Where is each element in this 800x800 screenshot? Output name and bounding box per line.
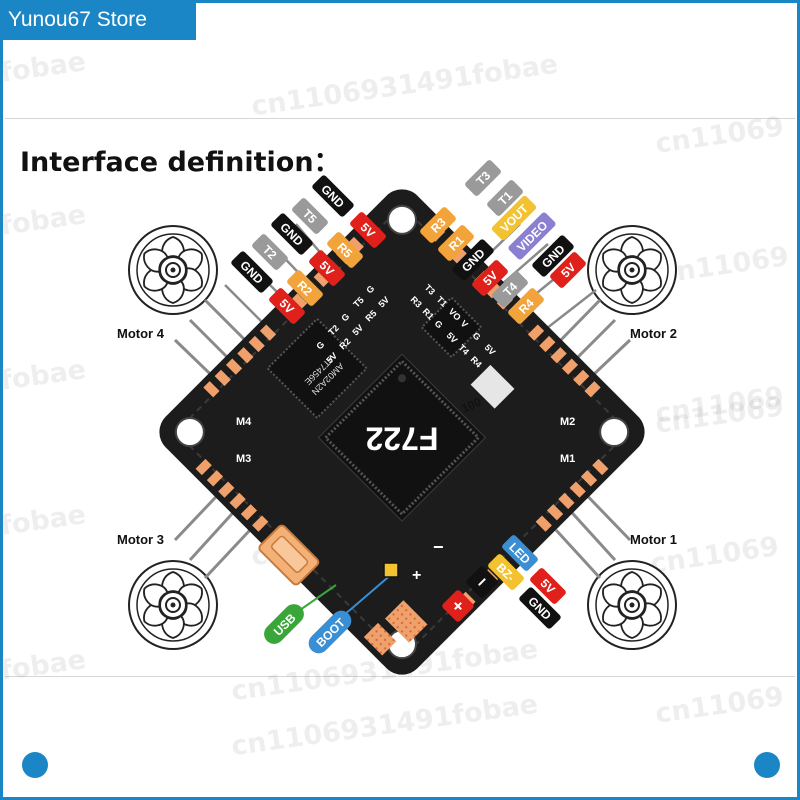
board-model: F722 [366, 421, 439, 457]
motor-3-label: Motor 3 [117, 532, 164, 547]
boot-tag: BOOT [308, 610, 352, 654]
board-power-plus: + [412, 567, 421, 584]
corner-dot [22, 752, 48, 778]
svg-text:V: V [459, 318, 470, 329]
corner-dot [754, 752, 780, 778]
pad-m2: M2 [560, 416, 575, 428]
pad-m4: M4 [236, 416, 252, 428]
pad-m1: M1 [560, 453, 575, 465]
motor-3-icon [128, 560, 218, 650]
left-signal-tags: GND 5V T5 GND 5V R5 T2 GND 5V R2 [231, 175, 386, 324]
page-title: Interface definition： [20, 147, 341, 178]
motor-2-icon [587, 225, 677, 315]
motor-4-label: Motor 4 [117, 326, 164, 341]
motor-1-icon [587, 560, 677, 650]
motor-1-label: Motor 1 [630, 532, 677, 547]
motor-4-icon [128, 225, 218, 315]
board-power-minus: − [433, 537, 444, 557]
pad-m3: M3 [236, 453, 251, 465]
store-badge: Yunou67 Store [0, 0, 196, 40]
boot-button [383, 562, 399, 578]
divider-bottom [5, 676, 795, 677]
divider-top [5, 118, 795, 119]
motor-2-label: Motor 2 [630, 326, 677, 341]
usb-tag: USB [264, 604, 304, 644]
right-signal-tags: T3 T1 R3 R1 VOUT VIDEO GND GND 5V T4 R4 … [420, 160, 586, 324]
